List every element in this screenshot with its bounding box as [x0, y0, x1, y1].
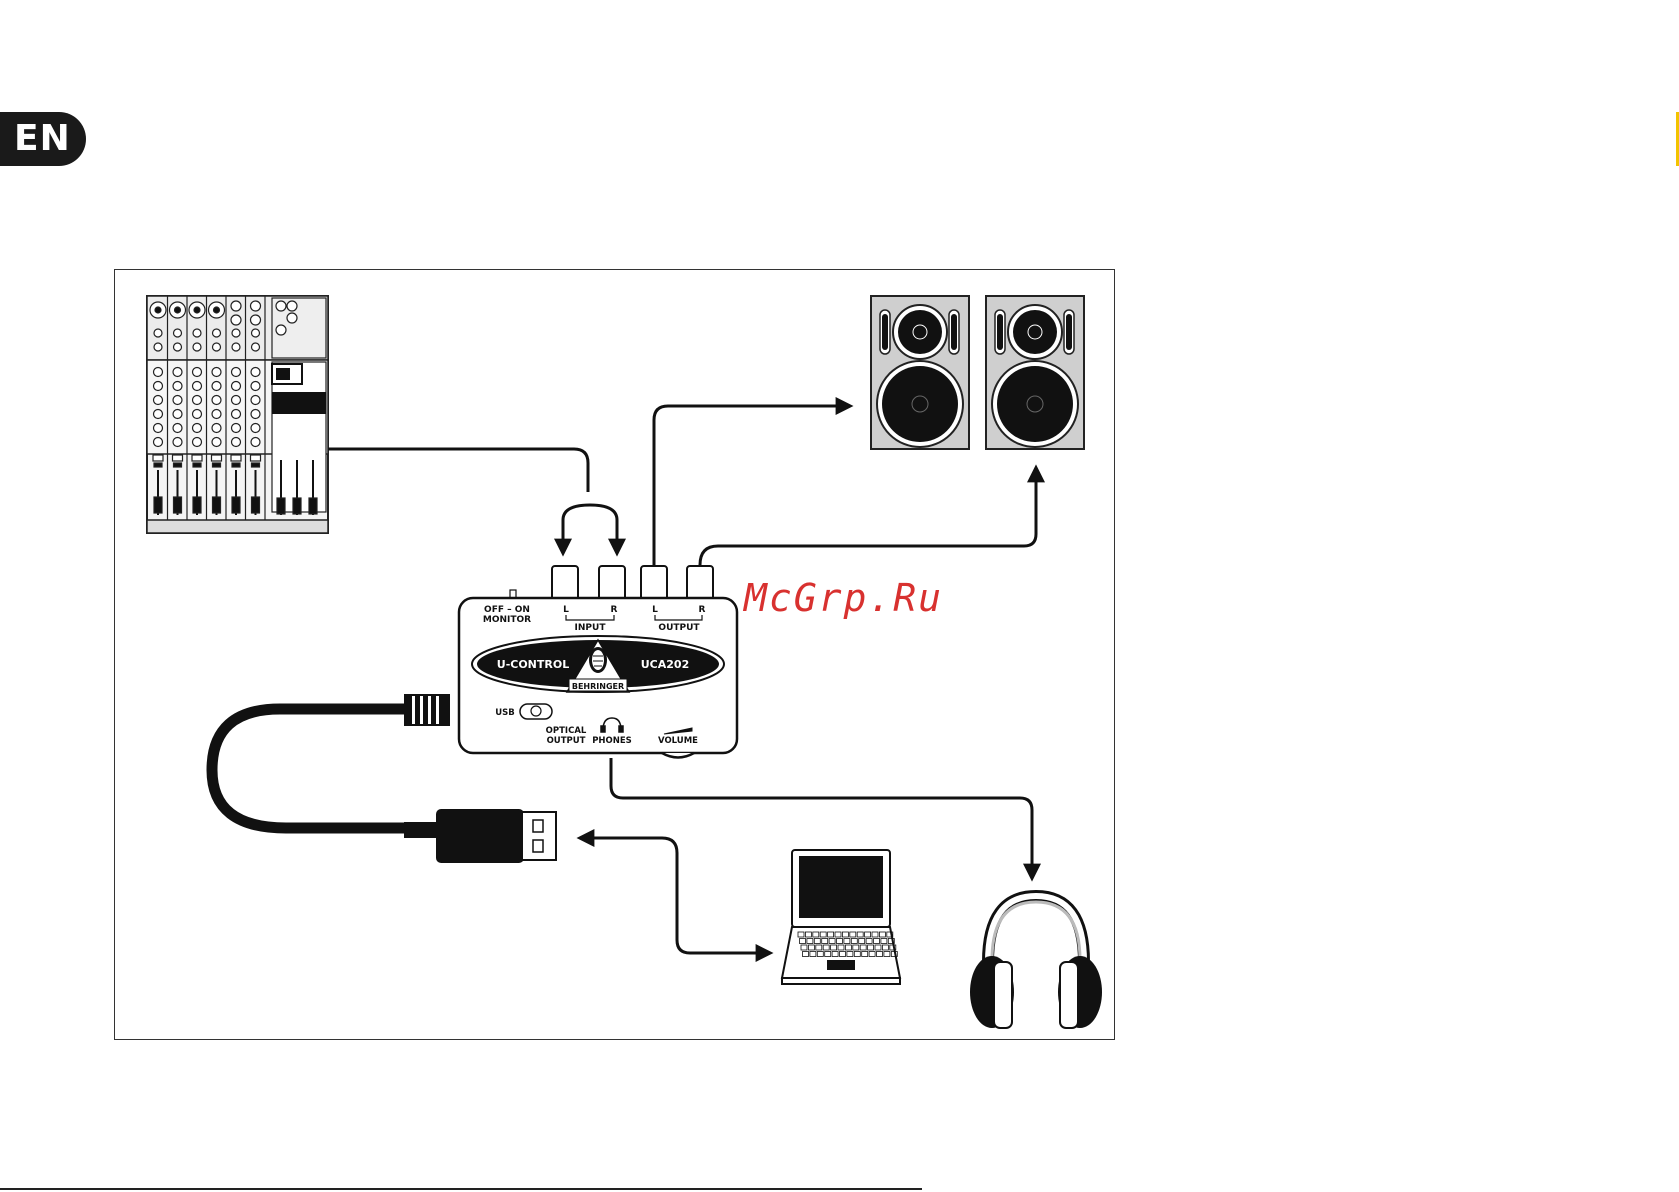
optical-label-2: OUTPUT	[547, 736, 586, 746]
monitor-switch-label: OFF – ON	[484, 605, 530, 615]
mixer-icon	[147, 296, 328, 533]
headphones-icon	[970, 896, 1102, 1028]
usb-cable	[212, 694, 450, 838]
output-l-label: L	[652, 605, 658, 615]
brand-left-label: U-CONTROL	[497, 658, 569, 671]
watermark-text: McGrp.Ru	[742, 576, 943, 620]
output-r-label: R	[699, 605, 706, 615]
input-label: INPUT	[575, 623, 607, 633]
output-label: OUTPUT	[658, 623, 700, 633]
input-r-jack	[599, 566, 625, 600]
output-r-jack	[687, 566, 713, 600]
brand-right-label: UCA202	[641, 658, 689, 671]
uca202-device: OFF – ON MONITOR L R INPUT L R OUTPUT U-…	[459, 566, 737, 758]
usb-label: USB	[495, 708, 515, 718]
phones-label: PHONES	[592, 736, 632, 746]
volume-label: VOLUME	[658, 736, 698, 746]
optical-label-1: OPTICAL	[546, 726, 587, 736]
usb-plug-icon	[436, 809, 556, 863]
monitor-label: MONITOR	[483, 615, 531, 625]
laptop-icon	[782, 850, 900, 984]
input-l-jack	[552, 566, 578, 600]
logo-label: BEHRINGER	[572, 682, 624, 691]
input-l-label: L	[563, 605, 569, 615]
output-l-jack	[641, 566, 667, 600]
input-r-label: R	[611, 605, 618, 615]
studio-monitor-icon	[871, 296, 1084, 449]
